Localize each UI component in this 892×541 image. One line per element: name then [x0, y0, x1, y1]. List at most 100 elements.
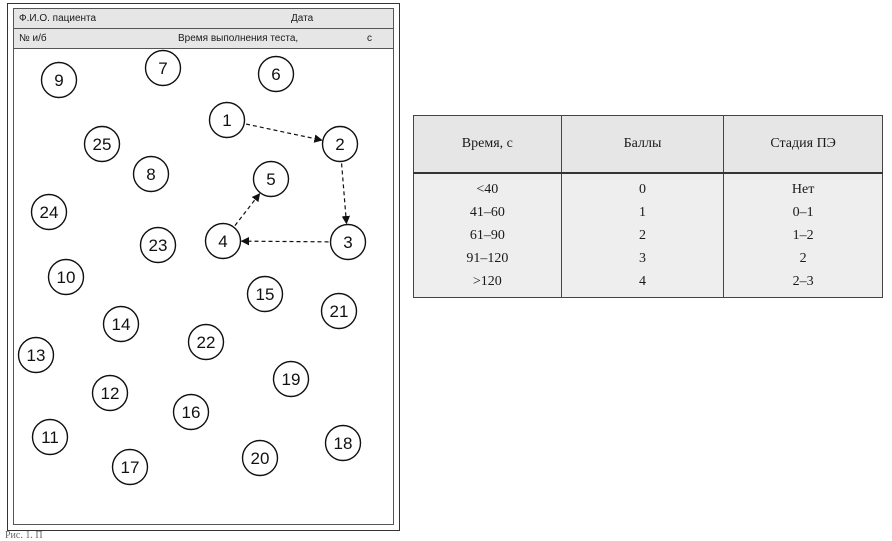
circle-outline — [91, 374, 129, 412]
number-circle: 10 — [47, 258, 85, 296]
circle-number: 4 — [218, 232, 227, 251]
number-circle: 6 — [257, 55, 295, 93]
circle-number: 1 — [222, 111, 231, 130]
circle-outline — [272, 360, 310, 398]
number-circle: 13 — [17, 336, 55, 374]
circle-outline — [321, 125, 359, 163]
number-circle: 1 — [208, 101, 246, 139]
number-circle: 11 — [31, 418, 69, 456]
circle-number: 8 — [146, 165, 155, 184]
test-form: Ф.И.О. пациента Дата № и/б Время выполне… — [13, 8, 394, 525]
table-cell: 1–2 — [723, 224, 883, 247]
circle-outline — [139, 226, 177, 264]
patient-name-label: Ф.И.О. пациента — [19, 13, 97, 24]
circle-outline — [83, 125, 121, 163]
circle-outline — [241, 439, 279, 477]
table-cell: 61–90 — [413, 224, 562, 247]
circle-number: 14 — [112, 315, 131, 334]
table-cell: >120 — [413, 270, 562, 298]
circle-number: 3 — [343, 233, 352, 252]
circle-outline — [17, 336, 55, 374]
circle-outline — [187, 323, 225, 361]
table-cell: 4 — [560, 270, 725, 298]
table-header-time: Время, с — [413, 115, 562, 174]
circle-outline — [257, 55, 295, 93]
circle-number: 12 — [101, 384, 120, 403]
circle-outline — [111, 448, 149, 486]
number-circle: 3 — [329, 223, 367, 261]
number-circle: 23 — [139, 226, 177, 264]
circle-outline — [320, 292, 358, 330]
table-cell: 0–1 — [723, 201, 883, 224]
circle-number: 13 — [27, 346, 46, 365]
circle-outline — [40, 61, 78, 99]
table-header-score: Баллы — [560, 115, 725, 174]
connection-arrow — [340, 163, 351, 225]
table-cell: 1 — [560, 201, 725, 224]
number-circle: 24 — [30, 193, 68, 231]
number-circle: 9 — [40, 61, 78, 99]
table-cell: 2 — [560, 224, 725, 247]
time-unit-label: с — [367, 33, 372, 44]
number-circle: 17 — [111, 448, 149, 486]
circle-outline — [31, 418, 69, 456]
table-cell: 3 — [560, 247, 725, 270]
circle-number: 22 — [197, 333, 216, 352]
number-circle: 7 — [144, 49, 182, 87]
circle-number: 11 — [41, 428, 59, 447]
number-circle: 21 — [320, 292, 358, 330]
table-header-row: Время, с Баллы Стадия ПЭ — [413, 115, 883, 174]
circle-number: 18 — [334, 434, 353, 453]
number-circle: 2 — [321, 125, 359, 163]
circle-number: 15 — [256, 285, 275, 304]
number-circle: 14 — [102, 305, 140, 343]
number-circle: 18 — [324, 424, 362, 462]
circle-outline — [132, 155, 170, 193]
table-cell: Нет — [723, 173, 883, 201]
table-cell: 41–60 — [413, 201, 562, 224]
table-cell: <40 — [413, 173, 562, 201]
number-circle: 22 — [187, 323, 225, 361]
number-circle: 25 — [83, 125, 121, 163]
circle-number: 25 — [93, 135, 112, 154]
form-header-row-1: Ф.И.О. пациента Дата — [14, 9, 393, 29]
circle-outline — [102, 305, 140, 343]
table-header-stage: Стадия ПЭ — [723, 115, 883, 174]
figure-caption: Рис. 1. П — [5, 530, 43, 541]
circle-number: 7 — [158, 59, 167, 78]
table-cell: 2–3 — [723, 270, 883, 298]
test-time-label: Время выполнения теста, — [178, 33, 299, 44]
circle-number: 24 — [40, 203, 59, 222]
circle-number: 20 — [251, 449, 270, 468]
circle-outline — [208, 101, 246, 139]
circle-number: 19 — [282, 370, 301, 389]
number-circle: 15 — [246, 275, 284, 313]
form-header-row-2: № и/б Время выполнения теста, с — [14, 29, 393, 49]
circle-outline — [172, 393, 210, 431]
circle-number: 23 — [149, 236, 168, 255]
circle-number: 5 — [266, 170, 275, 189]
circle-number: 21 — [330, 302, 349, 321]
number-circle: 5 — [252, 160, 290, 198]
circle-outline — [30, 193, 68, 231]
table-cell: 91–120 — [413, 247, 562, 270]
date-label: Дата — [291, 13, 314, 24]
circle-number: 9 — [54, 71, 63, 90]
circle-outline — [246, 275, 284, 313]
circle-number: 10 — [57, 268, 76, 287]
number-circle: 12 — [91, 374, 129, 412]
circle-outline — [324, 424, 362, 462]
table-cell: 2 — [723, 247, 883, 270]
number-circle: 8 — [132, 155, 170, 193]
circle-number: 6 — [271, 65, 280, 84]
circle-outline — [329, 223, 367, 261]
circle-outline — [204, 222, 242, 260]
connection-arrow — [240, 237, 329, 246]
number-circle: 4 — [204, 222, 242, 260]
circle-number: 16 — [182, 403, 201, 422]
